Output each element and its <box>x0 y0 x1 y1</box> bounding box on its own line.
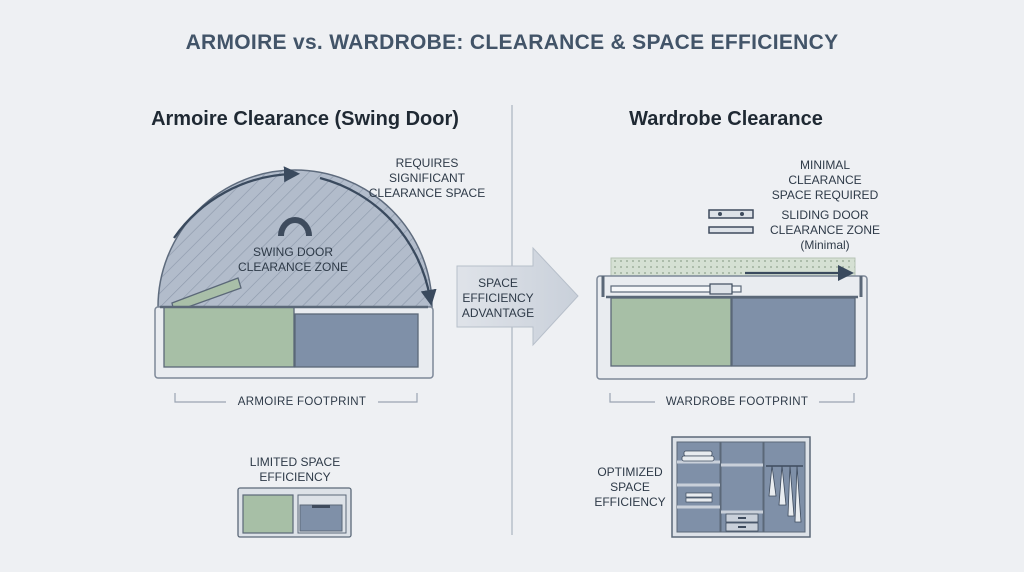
swing-arrow-top <box>173 166 301 239</box>
optimized-efficiency-label: OPTIMIZED SPACE EFFICIENCY <box>594 465 666 509</box>
armoire-heading: Armoire Clearance (Swing Door) <box>151 108 459 130</box>
sliding-track-icon <box>708 209 754 234</box>
wardrobe-heading: Wardrobe Clearance <box>629 108 823 130</box>
swing-arrow-right <box>319 176 437 306</box>
sliding-zone-label: SLIDING DOOR CLEARANCE ZONE (Minimal) <box>769 208 881 252</box>
page-title: ARMOIRE vs. WARDROBE: CLEARANCE & SPACE … <box>185 31 839 54</box>
limited-efficiency-label: LIMITED SPACE EFFICIENCY <box>249 455 341 484</box>
wardrobe-footprint-label: WARDROBE FOOTPRINT <box>655 396 819 408</box>
optimized-efficiency-icon <box>671 436 811 538</box>
swing-zone-label: SWING DOOR CLEARANCE ZONE <box>237 245 349 274</box>
requires-clearance-note: REQUIRES SIGNIFICANT CLEARANCE SPACE <box>368 156 486 200</box>
advantage-arrow-label: SPACE EFFICIENCY ADVANTAGE <box>461 276 535 320</box>
advantage-arrow <box>456 246 579 347</box>
armoire-footprint-label: ARMOIRE FOOTPRINT <box>226 396 378 408</box>
wardrobe-cabinet <box>596 275 868 380</box>
minimal-clearance-note: MINIMAL CLEARANCE SPACE REQUIRED <box>771 158 879 202</box>
armoire-cabinet <box>154 305 434 379</box>
limited-efficiency-icon <box>237 487 352 538</box>
